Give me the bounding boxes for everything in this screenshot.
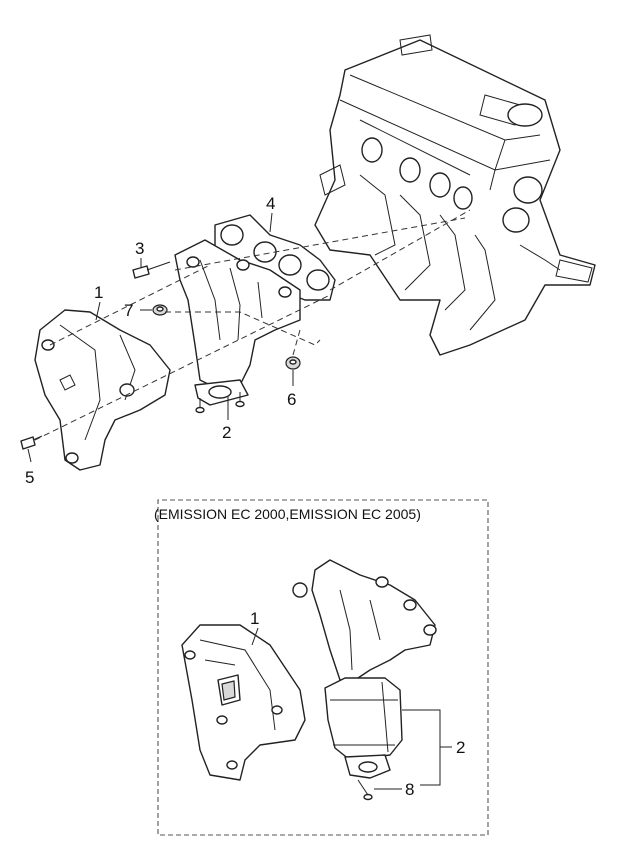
callout-3-label: 3 bbox=[135, 239, 144, 258]
callout-2-variant-label: 2 bbox=[456, 738, 465, 757]
callout-5-label: 5 bbox=[25, 468, 34, 487]
bolt-3 bbox=[132, 261, 171, 279]
heat-shield-variant bbox=[181, 624, 306, 781]
callout-2: 2 bbox=[222, 397, 231, 442]
callout-7: 7 bbox=[124, 301, 152, 320]
manifold-with-catalyst bbox=[292, 559, 437, 801]
callout-2-variant: 2 bbox=[402, 709, 465, 786]
callout-4: 4 bbox=[266, 194, 275, 233]
callout-1-variant: 1 bbox=[250, 609, 259, 646]
callout-5: 5 bbox=[25, 448, 34, 487]
variant-box: (EMISSION EC 2000,EMISSION EC 2005) bbox=[154, 499, 489, 836]
manifold-gasket bbox=[214, 214, 336, 301]
callout-3: 3 bbox=[135, 239, 144, 267]
callout-2-label: 2 bbox=[222, 423, 231, 442]
variant-caption: (EMISSION EC 2000,EMISSION EC 2005) bbox=[154, 506, 421, 522]
callout-1: 1 bbox=[94, 283, 103, 321]
exhaust-manifold bbox=[174, 239, 301, 414]
heat-shield bbox=[34, 309, 171, 471]
callout-1-variant-label: 1 bbox=[250, 609, 259, 628]
callout-6: 6 bbox=[287, 370, 296, 409]
callout-1-label: 1 bbox=[94, 283, 103, 302]
callout-8-label: 8 bbox=[405, 780, 414, 799]
callout-8: 8 bbox=[374, 780, 414, 799]
engine-block bbox=[314, 34, 596, 356]
nut-7 bbox=[152, 304, 168, 316]
assembly-lines bbox=[34, 209, 471, 441]
callout-6-label: 6 bbox=[287, 390, 296, 409]
callout-7-label: 7 bbox=[124, 301, 133, 320]
bolt-5 bbox=[20, 435, 43, 450]
nut-6 bbox=[285, 356, 301, 370]
callout-4-label: 4 bbox=[266, 194, 275, 213]
